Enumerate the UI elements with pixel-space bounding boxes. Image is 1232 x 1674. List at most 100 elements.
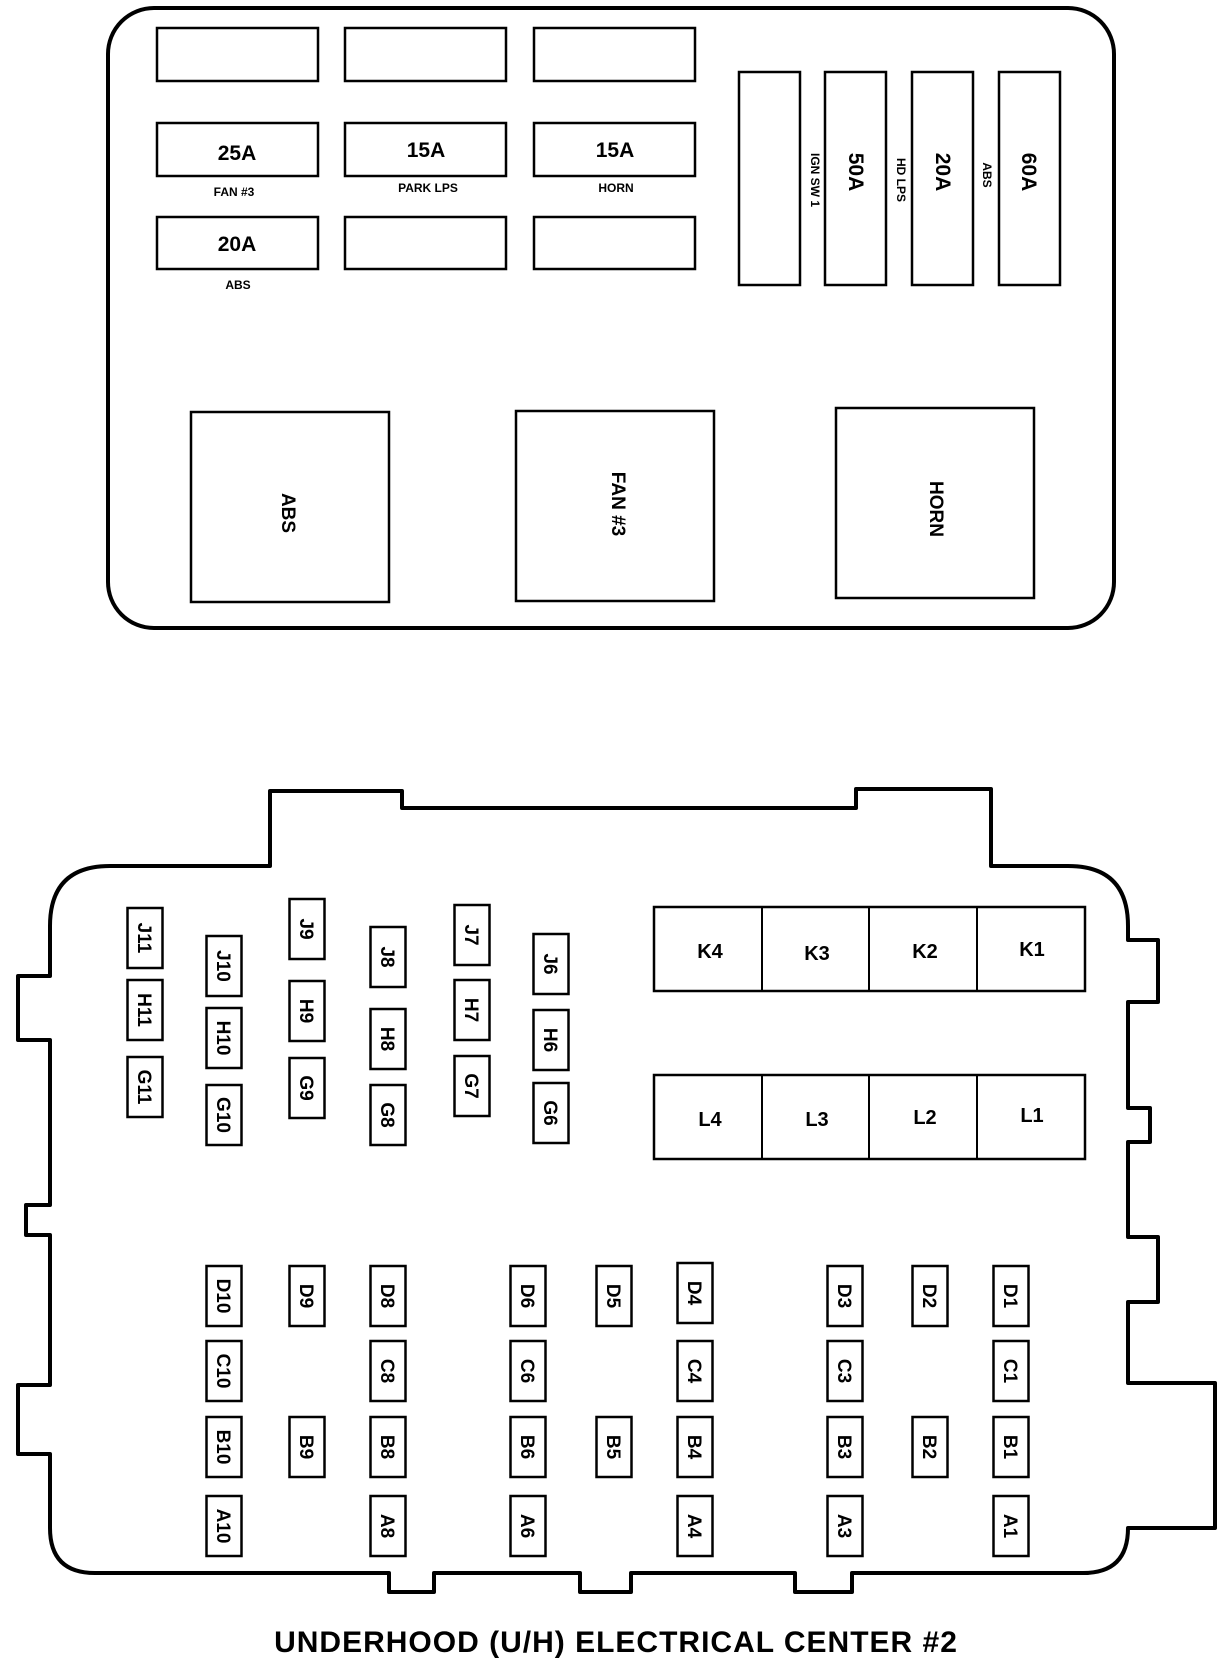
- cavity-label: D10: [212, 1279, 233, 1314]
- cavity-label: G10: [212, 1097, 233, 1133]
- cavity-label: B5: [602, 1435, 623, 1460]
- cavity-g7[interactable]: G7: [453, 1054, 491, 1118]
- cavity-box: [453, 903, 491, 967]
- cavity-c10[interactable]: C10: [205, 1339, 243, 1403]
- relay-horn[interactable]: HORN: [834, 406, 1036, 600]
- cavity-j8[interactable]: J8: [369, 925, 407, 989]
- relay-abs[interactable]: ABS: [189, 410, 391, 604]
- cavity-b2[interactable]: B2: [911, 1415, 949, 1479]
- cavity-j10[interactable]: J10: [205, 934, 243, 998]
- cavity-label: B8: [376, 1435, 397, 1459]
- cavity-a6[interactable]: A6: [509, 1494, 547, 1558]
- fuse-slot[interactable]: [532, 215, 697, 271]
- cavity-box: [369, 1083, 407, 1147]
- relay-k2[interactable]: K2: [912, 941, 938, 963]
- relay-k1[interactable]: K1: [1019, 939, 1045, 961]
- fuse-abs[interactable]: 20A ABS: [155, 215, 320, 292]
- cavity-g6[interactable]: G6: [532, 1081, 570, 1145]
- cavity-h11[interactable]: H11: [126, 978, 164, 1042]
- cavity-box: [532, 1008, 570, 1072]
- cavity-b3[interactable]: B3: [826, 1415, 864, 1479]
- cavity-a8[interactable]: A8: [369, 1494, 407, 1558]
- cavity-box: [676, 1415, 714, 1479]
- relay-l2[interactable]: L2: [913, 1107, 936, 1129]
- fuse-horn[interactable]: 15A HORN: [532, 121, 697, 195]
- cavity-c6[interactable]: C6: [509, 1339, 547, 1403]
- cavity-d1[interactable]: D1: [992, 1264, 1030, 1328]
- relay-l3[interactable]: L3: [805, 1109, 828, 1131]
- cavity-box: [453, 978, 491, 1042]
- cavity-c3[interactable]: C3: [826, 1339, 864, 1403]
- cavity-d4[interactable]: D4: [676, 1261, 714, 1325]
- cavity-a1[interactable]: A1: [992, 1494, 1030, 1558]
- cavity-h7[interactable]: H7: [453, 978, 491, 1042]
- fuse-park-lps[interactable]: 15A PARK LPS: [343, 121, 508, 195]
- cavity-box: [369, 1264, 407, 1328]
- cavity-c1[interactable]: C1: [992, 1339, 1030, 1403]
- cavity-box: [288, 1415, 326, 1479]
- cavity-box: [676, 1494, 714, 1558]
- fuse-rating: 15A: [407, 139, 446, 162]
- cavity-h8[interactable]: H8: [369, 1007, 407, 1071]
- cavity-d3[interactable]: D3: [826, 1264, 864, 1328]
- cavity-h10[interactable]: H10: [205, 1006, 243, 1070]
- relay-k4[interactable]: K4: [697, 941, 723, 963]
- cavity-b9[interactable]: B9: [288, 1415, 326, 1479]
- cavity-label: J9: [295, 918, 316, 939]
- fuse-slot[interactable]: [343, 215, 508, 271]
- cavity-label: H7: [460, 998, 481, 1022]
- cavity-b10[interactable]: B10: [205, 1415, 243, 1479]
- cavity-b1[interactable]: B1: [992, 1415, 1030, 1479]
- cavity-a10[interactable]: A10: [205, 1494, 243, 1558]
- maxi-fuse-20a[interactable]: 20A ABS: [910, 70, 994, 287]
- cavity-box: [509, 1494, 547, 1558]
- cavity-g8[interactable]: G8: [369, 1083, 407, 1147]
- cavity-label: J7: [460, 924, 481, 945]
- cavity-d10[interactable]: D10: [205, 1264, 243, 1328]
- cavity-label: C1: [999, 1359, 1020, 1384]
- maxi-fuse-ign-sw1[interactable]: IGN SW 1: [737, 70, 822, 287]
- cavity-label: G6: [539, 1100, 560, 1125]
- cavity-box: [992, 1415, 1030, 1479]
- cavity-j9[interactable]: J9: [288, 897, 326, 961]
- cavity-h6[interactable]: H6: [532, 1008, 570, 1072]
- cavity-g10[interactable]: G10: [205, 1083, 243, 1147]
- cavity-d2[interactable]: D2: [911, 1264, 949, 1328]
- cavity-c8[interactable]: C8: [369, 1339, 407, 1403]
- cavity-j11[interactable]: J11: [126, 906, 164, 970]
- cavity-d8[interactable]: D8: [369, 1264, 407, 1328]
- maxi-fuse-60a[interactable]: 60A: [997, 70, 1062, 287]
- cavity-label: B6: [516, 1435, 537, 1459]
- cavity-b8[interactable]: B8: [369, 1415, 407, 1479]
- fuse-slot[interactable]: [155, 26, 320, 83]
- cavity-b4[interactable]: B4: [676, 1415, 714, 1479]
- fuse-fan3[interactable]: 25A FAN #3: [155, 121, 320, 199]
- relay-k3[interactable]: K3: [804, 943, 830, 965]
- cavity-c4[interactable]: C4: [676, 1339, 714, 1403]
- cavity-box: [676, 1339, 714, 1403]
- cavity-label: A1: [999, 1514, 1020, 1539]
- cavity-h9[interactable]: H9: [288, 979, 326, 1043]
- cavity-g9[interactable]: G9: [288, 1056, 326, 1120]
- cavity-label: J10: [212, 950, 233, 982]
- cavity-g11[interactable]: G11: [126, 1055, 164, 1119]
- cavity-b6[interactable]: B6: [509, 1415, 547, 1479]
- cavity-d6[interactable]: D6: [509, 1264, 547, 1328]
- relay-fan3[interactable]: FAN #3: [514, 409, 716, 603]
- fuse-slot[interactable]: [343, 26, 508, 83]
- cavity-d9[interactable]: D9: [288, 1264, 326, 1328]
- relay-l1[interactable]: L1: [1020, 1105, 1043, 1127]
- cavity-box: [911, 1415, 949, 1479]
- cavity-label: A8: [376, 1514, 397, 1538]
- cavity-box: [205, 1264, 243, 1328]
- cavity-j7[interactable]: J7: [453, 903, 491, 967]
- cavity-b5[interactable]: B5: [595, 1415, 633, 1479]
- cavity-d5[interactable]: D5: [595, 1264, 633, 1328]
- fuse-slot[interactable]: [532, 26, 697, 83]
- fuse-rating: 25A: [218, 142, 257, 165]
- cavity-j6[interactable]: J6: [532, 932, 570, 996]
- relay-l4[interactable]: L4: [698, 1109, 722, 1131]
- maxi-fuse-50a[interactable]: 50A HD LPS: [823, 70, 908, 287]
- cavity-a4[interactable]: A4: [676, 1494, 714, 1558]
- cavity-a3[interactable]: A3: [826, 1494, 864, 1558]
